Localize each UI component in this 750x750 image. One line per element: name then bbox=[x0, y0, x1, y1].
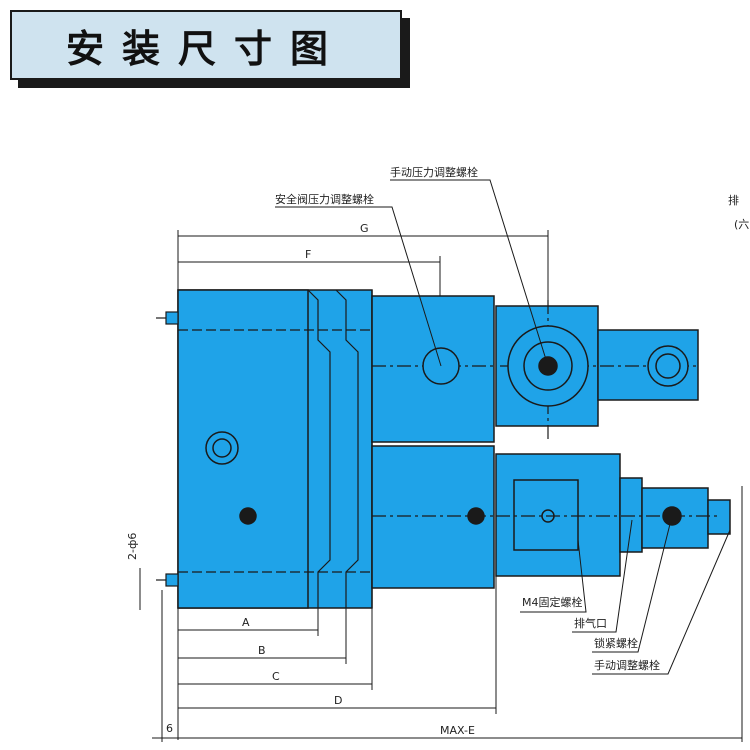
dim-b: B bbox=[258, 644, 266, 657]
label-lock-nut: 锁紧螺栓 bbox=[594, 636, 638, 650]
dim-max-e: MAX-E bbox=[440, 724, 475, 737]
dim-g: G bbox=[360, 222, 369, 235]
page-title: 安装尺寸图 bbox=[65, 26, 346, 71]
dim-six: 6 bbox=[166, 722, 173, 735]
label-m4-fix-screw: M4固定螺栓 bbox=[522, 595, 583, 609]
dim-d: D bbox=[334, 694, 342, 707]
dim-a: A bbox=[242, 616, 250, 629]
dim-hole: 2-ф6 bbox=[126, 533, 139, 560]
ports bbox=[205, 325, 689, 526]
studs bbox=[156, 311, 179, 587]
callout-leaders bbox=[275, 179, 731, 675]
label-manual-pressure-screw: 手动压力调整螺栓 bbox=[390, 165, 478, 179]
label-safety-valve-screw: 安全阀压力调整螺栓 bbox=[275, 192, 374, 206]
label-edge-bottom: (六 bbox=[734, 218, 749, 231]
label-vent: 排气口 bbox=[574, 616, 607, 630]
label-edge-top: 排 bbox=[728, 193, 739, 207]
dimension-lines bbox=[139, 230, 743, 742]
title-banner: 安装尺寸图 bbox=[10, 10, 410, 88]
dim-f: F bbox=[305, 248, 311, 261]
dim-c: C bbox=[272, 670, 280, 683]
banner-face: 安装尺寸图 bbox=[10, 10, 402, 80]
label-manual-adjust-screw: 手动调整螺栓 bbox=[594, 658, 660, 672]
pump-body bbox=[177, 289, 731, 609]
